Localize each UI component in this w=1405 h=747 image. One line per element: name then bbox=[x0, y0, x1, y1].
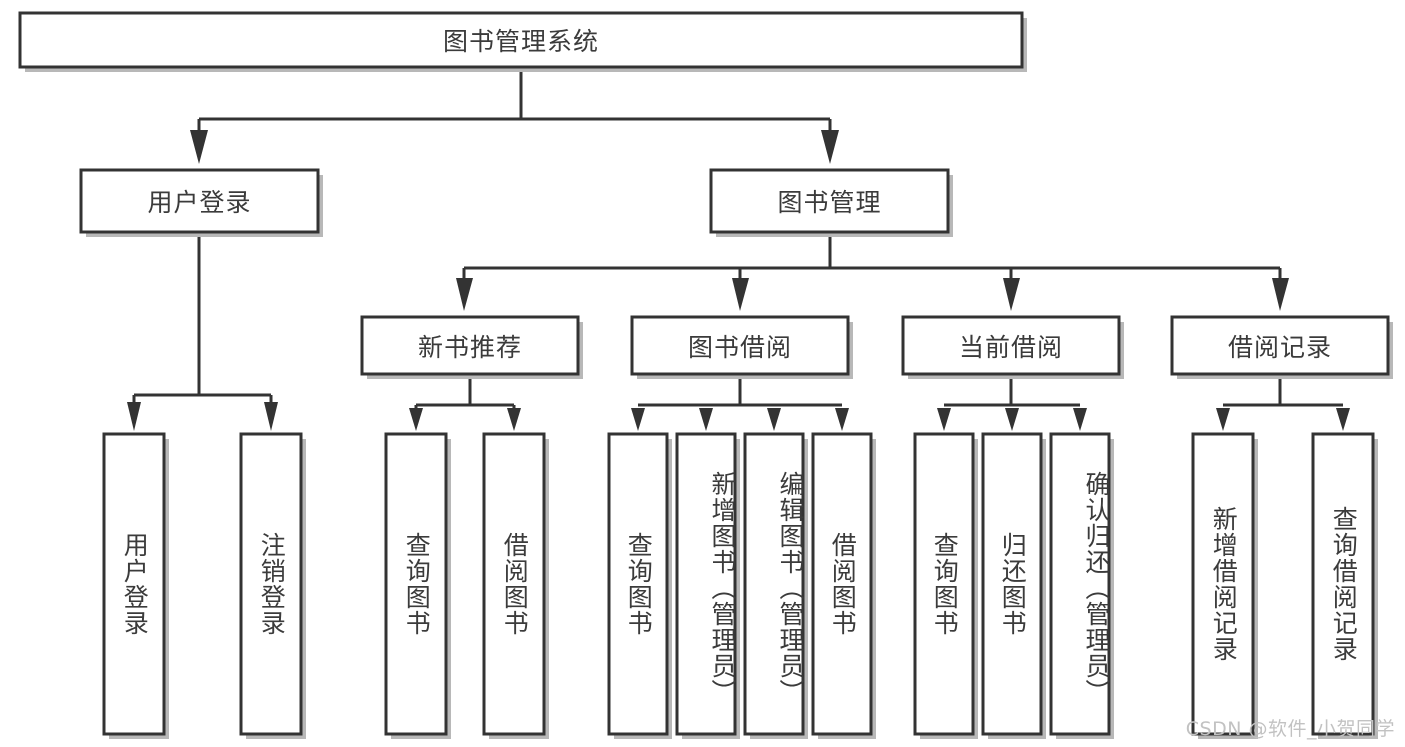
node-boxes bbox=[18, 11, 1393, 739]
arrowhead-borrow-record bbox=[1272, 278, 1289, 311]
arrowhead-current-borrow bbox=[1003, 278, 1020, 311]
arrowhead-leaf-query-book-rec bbox=[409, 408, 423, 431]
node-box-root[interactable] bbox=[18, 11, 1024, 69]
node-box-leaf-query-book-current[interactable] bbox=[913, 432, 975, 736]
arrowhead-leaf-user-login bbox=[127, 402, 141, 431]
arrowhead-leaf-return-book bbox=[1005, 408, 1019, 431]
node-box-book-manage[interactable] bbox=[709, 168, 950, 234]
node-box-leaf-user-login[interactable] bbox=[102, 432, 166, 736]
node-box-leaf-add-book[interactable] bbox=[675, 432, 737, 736]
node-box-leaf-query-book-borrow[interactable] bbox=[607, 432, 669, 736]
node-box-user-login[interactable] bbox=[79, 168, 320, 234]
arrowhead-leaf-add-borrow-record bbox=[1216, 408, 1230, 431]
arrowhead-leaf-borrow-book-rec bbox=[507, 408, 521, 431]
arrowhead-leaf-query-borrow-record bbox=[1336, 408, 1350, 431]
node-box-leaf-edit-book[interactable] bbox=[743, 432, 805, 736]
node-box-leaf-logout-login[interactable] bbox=[239, 432, 303, 736]
arrowhead-book-borrow bbox=[732, 278, 749, 311]
arrowhead-leaf-confirm-return bbox=[1073, 408, 1087, 431]
connector-group-current-borrow-to-leaves bbox=[937, 374, 1087, 431]
arrowhead-leaf-query-book-current bbox=[937, 408, 951, 431]
node-box-leaf-borrow-book[interactable] bbox=[811, 432, 873, 736]
arrowhead-leaf-logout-login bbox=[264, 402, 278, 431]
connector-group-book-borrow-to-leaves bbox=[631, 374, 849, 431]
arrowhead-leaf-edit-book bbox=[767, 408, 781, 431]
connector-group-user-login-to-leaves bbox=[127, 232, 278, 431]
arrowhead-new-book-recommend bbox=[456, 278, 473, 311]
node-box-leaf-borrow-book-rec[interactable] bbox=[482, 432, 546, 736]
arrowhead-leaf-add-book bbox=[699, 408, 713, 431]
node-box-leaf-query-book-rec[interactable] bbox=[384, 432, 448, 736]
node-box-leaf-confirm-return[interactable] bbox=[1049, 432, 1111, 736]
connector-group-new-book-to-leaves bbox=[409, 374, 521, 431]
node-box-leaf-add-borrow-record[interactable] bbox=[1191, 432, 1255, 736]
node-box-leaf-query-borrow-record[interactable] bbox=[1311, 432, 1375, 736]
node-box-new-book-recommend[interactable] bbox=[360, 315, 580, 376]
arrowhead-user-login bbox=[190, 130, 208, 164]
connector-group-book-manage-to-level3 bbox=[456, 232, 1289, 311]
arrowhead-leaf-borrow-book bbox=[835, 408, 849, 431]
node-box-current-borrow[interactable] bbox=[901, 315, 1121, 376]
node-box-borrow-record[interactable] bbox=[1170, 315, 1390, 376]
node-box-leaf-return-book[interactable] bbox=[981, 432, 1043, 736]
connector-group-root-to-level2 bbox=[190, 67, 839, 164]
connector-group-borrow-record-to-leaves bbox=[1216, 374, 1350, 431]
arrowhead-book-manage bbox=[821, 130, 839, 164]
node-box-book-borrow[interactable] bbox=[630, 315, 850, 376]
arrowhead-leaf-query-book-borrow bbox=[631, 408, 645, 431]
